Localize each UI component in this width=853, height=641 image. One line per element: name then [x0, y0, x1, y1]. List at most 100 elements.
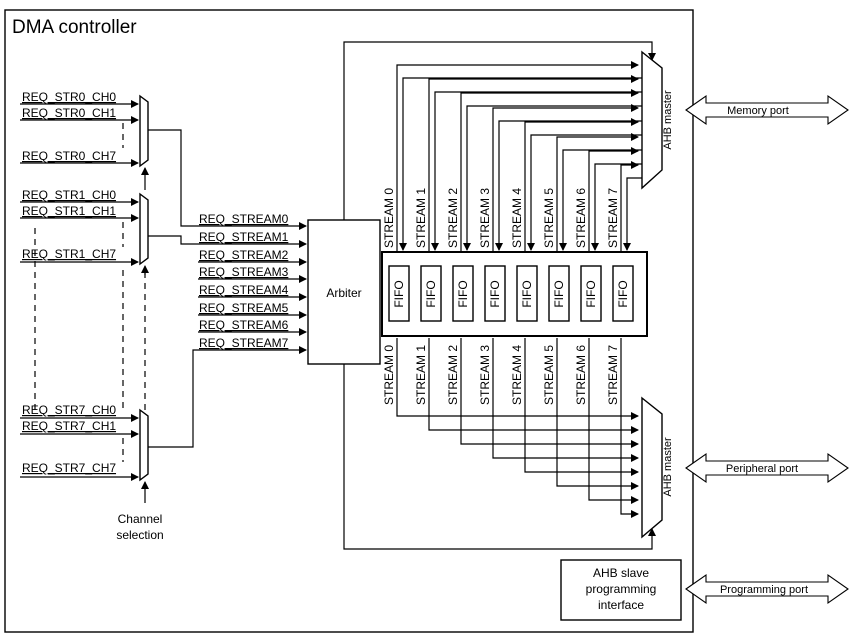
stream-top-return-5	[559, 149, 642, 251]
req-str0-ch7-label: REQ_STR0_CH7	[22, 149, 116, 163]
stream-top-label-4: STREAM 4	[510, 188, 524, 248]
req-stream0-label: REQ_STREAM0	[199, 212, 289, 226]
stream-top-wire-4	[524, 118, 639, 252]
fifo-6	[580, 265, 602, 322]
programming-port-arrow	[685, 573, 849, 605]
memory-port-arrow	[685, 94, 849, 126]
channel-selection-label-2: selection	[116, 528, 163, 542]
request-group-7: REQ_STR7_CH0 REQ_STR7_CH1 REQ_STR7_CH7	[20, 403, 149, 482]
stream-top-return-0	[399, 77, 642, 251]
stream-bottom-label-2: STREAM 2	[446, 345, 460, 405]
stream-bottom-label-1: STREAM 1	[414, 345, 428, 405]
fifo-label-7: FIFO	[616, 280, 630, 307]
mux-1	[139, 192, 149, 266]
ahb-master-bottom	[641, 396, 663, 539]
fifo-label-3: FIFO	[488, 280, 502, 307]
stream-bottom-wire-2	[460, 338, 639, 448]
stream-top-return-1	[431, 91, 642, 251]
stream-top-label-5: STREAM 5	[542, 188, 556, 248]
stream-top-return-7	[623, 177, 642, 251]
stream-top-wire-0	[396, 61, 639, 252]
stream-top-label-0: STREAM 0	[382, 188, 396, 248]
req-str1-ch1-label: REQ_STR1_CH1	[22, 204, 116, 218]
stream-bottom-label-7: STREAM 7	[606, 345, 620, 405]
stream-top-return-3	[495, 120, 642, 251]
fifo-label-1: FIFO	[424, 280, 438, 307]
stream-bottom-label-4: STREAM 4	[510, 345, 524, 405]
dma-controller-frame	[4, 9, 694, 633]
ahb-slave-line-2: programming	[586, 582, 657, 596]
req-stream5-label: REQ_STREAM5	[199, 301, 289, 315]
stream-top-return-4	[527, 134, 642, 251]
mux-7	[139, 408, 149, 482]
stream-top-wire-7	[620, 161, 639, 252]
stream-bottom-label-5: STREAM 5	[542, 345, 556, 405]
ahb-slave-line-3: interface	[598, 598, 644, 612]
req-str1-ch7-label: REQ_STR1_CH7	[22, 247, 116, 261]
fifo-5	[548, 265, 570, 322]
peripheral-port-label: Peripheral port	[726, 463, 798, 475]
peripheral-port-arrow	[685, 452, 849, 484]
fifo-label-5: FIFO	[552, 280, 566, 307]
req-str7-ch7-label: REQ_STR7_CH7	[22, 461, 116, 475]
stream-top-wire-2	[460, 89, 639, 252]
req-stream2-label: REQ_STREAM2	[199, 248, 289, 262]
diagram-title: DMA controller	[12, 17, 137, 38]
fifo-label-0: FIFO	[392, 280, 406, 307]
req-stream7-label: REQ_STREAM7	[199, 336, 289, 350]
stream-bottom-label-3: STREAM 3	[478, 345, 492, 405]
stream-top-label-1: STREAM 1	[414, 188, 428, 248]
ahb-master-top-label: AHB master	[662, 90, 674, 150]
stream-top-wire-6	[588, 147, 639, 252]
fifo-label-4: FIFO	[520, 280, 534, 307]
fifo-4	[516, 265, 538, 322]
stream-top-wire-1	[428, 75, 639, 252]
request-group-1: REQ_STR1_CH0 REQ_STR1_CH1 REQ_STR1_CH7	[20, 188, 149, 266]
stream-top-label-7: STREAM 7	[606, 188, 620, 248]
ahb-master-top	[641, 50, 663, 190]
stream-bottom-wire-3	[492, 338, 639, 462]
arbiter-label: Arbiter	[326, 286, 361, 300]
request-group-0: REQ_STR0_CH0 REQ_STR0_CH1 REQ_STR0_CH7	[20, 90, 149, 168]
stream-top-label-2: STREAM 2	[446, 188, 460, 248]
stream-bottom-wire-0	[396, 338, 639, 420]
mux-0	[139, 94, 149, 168]
req-str7-ch1-label: REQ_STR7_CH1	[22, 419, 116, 433]
req-str0-ch0-label: REQ_STR0_CH0	[22, 90, 116, 104]
fifo-7	[612, 265, 634, 322]
fifo-0	[388, 265, 410, 322]
fifo-3	[484, 265, 506, 322]
stream-top-label-3: STREAM 3	[478, 188, 492, 248]
memory-port-label: Memory port	[727, 105, 789, 117]
fifo-2	[452, 265, 474, 322]
ahb-slave-box	[560, 559, 682, 621]
ahb-slave-line-1: AHB slave	[593, 566, 649, 580]
req-stream6-label: REQ_STREAM6	[199, 318, 289, 332]
stream-top-return-6	[591, 163, 642, 251]
stream-top-return-2	[463, 105, 642, 251]
req-str0-ch1-label: REQ_STR0_CH1	[22, 106, 116, 120]
stream-bottom-wire-4	[524, 338, 639, 476]
fifo-label-6: FIFO	[584, 280, 598, 307]
stream-bottom-wire-1	[428, 338, 639, 434]
fifo-label-2: FIFO	[456, 280, 470, 307]
stream-connections: STREAM 0 STREAM 0 STREAM 1 STREAM 1 STREAM 2…	[382, 61, 642, 518]
stream-bottom-wire-5	[556, 338, 639, 490]
stream-bottom-label-6: STREAM 6	[574, 345, 588, 405]
req-stream3-label: REQ_STREAM3	[199, 265, 289, 279]
stream-bottom-wire-6	[588, 338, 639, 504]
stream-bottom-label-0: STREAM 0	[382, 345, 396, 405]
stream-top-label-6: STREAM 6	[574, 188, 588, 248]
fifo-1	[420, 265, 442, 322]
stream-top-wire-5	[556, 133, 639, 252]
stream-bottom-wire-7	[620, 338, 639, 518]
req-str7-ch0-label: REQ_STR7_CH0	[22, 403, 116, 417]
req-str1-ch0-label: REQ_STR1_CH0	[22, 188, 116, 202]
ahb-master-bottom-label: AHB master	[662, 437, 674, 497]
programming-port-label: Programming port	[720, 584, 808, 596]
channel-selection-label-1: Channel	[118, 512, 163, 526]
req-stream1-label: REQ_STREAM1	[199, 230, 289, 244]
fifo-group: FIFO FIFO FIFO FIFO FIFO FIFO FIFO FIFO	[388, 265, 634, 322]
req-stream4-label: REQ_STREAM4	[199, 283, 289, 297]
